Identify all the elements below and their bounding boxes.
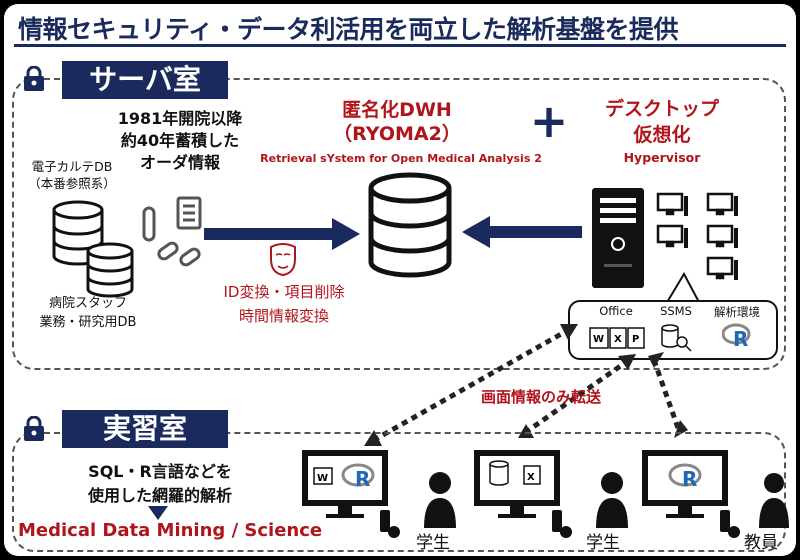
down-arrow-icon [148, 506, 168, 520]
title-underline [14, 44, 786, 47]
data-flow-arrow [204, 218, 360, 250]
diagram-panel: 情報セキュリティ・データ利活用を両立した解析基盤を提供 サーバ室 1981年開院… [4, 4, 796, 556]
lock-icon [24, 66, 44, 91]
virtualization-arrow [462, 216, 582, 248]
history-line-3: オーダ情報 [139, 153, 220, 172]
lab-room-zone [12, 432, 786, 552]
lock-icon [24, 416, 44, 441]
office-icons: W X P [589, 327, 645, 349]
plus-icon: + [529, 94, 569, 148]
database-icon [86, 242, 134, 298]
history-text: 1981年開院以降 約40年蓄積した オーダ情報 [88, 108, 272, 174]
desktop-title-line-1: デスクトップ [604, 98, 719, 120]
ehr-db-label: 電子カルテDB （本番参照系） [16, 158, 128, 192]
app-label-analysis-env: 解析環境 [714, 305, 760, 319]
client-monitor-icon: X [474, 450, 572, 538]
client-monitor-icon: W R [302, 450, 400, 538]
server-room-label: サーバ室 [62, 61, 228, 99]
user-label-2: 学生 [586, 533, 620, 553]
ssms-icon [661, 324, 692, 352]
r-logo-glyph: R [733, 327, 748, 351]
hypervisor-label: Hypervisor [623, 150, 701, 165]
user-label-3: 教員 [744, 533, 778, 553]
excel-glyph: X [527, 472, 535, 483]
lab-room-label: 実習室 [62, 410, 228, 448]
history-line-1: 1981年開院以降 [117, 109, 243, 128]
student-icon [424, 472, 456, 528]
lab-desc-line-1: SQL・R言語などを [88, 462, 232, 481]
staff-db-label: 病院スタッフ 業務・研究用DB [14, 294, 162, 332]
desktop-virtualization-title: デスクトップ 仮想化 [592, 96, 732, 148]
r-logo-glyph: R [682, 467, 697, 491]
user-label-1: 学生 [416, 533, 450, 553]
excel-glyph: X [614, 334, 622, 345]
app-label-office: Office [599, 304, 633, 318]
ehr-db-label-line-2: （本番参照系） [28, 176, 116, 191]
teacher-icon [759, 473, 789, 528]
anonymization-text: ID変換・項目削除 時間情報変換 [204, 280, 364, 328]
dwh-subtitle: Retrieval sYstem for Open Medical Analys… [260, 152, 542, 165]
r-logo-icon: R [722, 323, 751, 351]
database-icon [52, 200, 104, 266]
anonymization-line-2: 時間情報変換 [238, 307, 329, 325]
lab-description: SQL・R言語などを 使用した網羅的解析 [40, 460, 280, 508]
word-glyph: W [593, 334, 604, 345]
dwh-title: 匿名化DWH （RYOMA2） [322, 98, 472, 146]
lab-tagline: Medical Data Mining / Science [18, 520, 323, 541]
ehr-db-label-line-1: 電子カルテDB [31, 159, 113, 174]
r-logo-glyph: R [355, 467, 370, 491]
history-line-2: 約40年蓄積した [120, 131, 240, 150]
dwh-title-line-2: （RYOMA2） [333, 123, 461, 145]
server-tower-icon [592, 188, 644, 288]
ppt-glyph: P [632, 334, 639, 345]
anonymization-line-1: ID変換・項目削除 [223, 283, 345, 301]
lab-desc-line-2: 使用した網羅的解析 [87, 486, 232, 505]
anonymous-mask-icon [270, 243, 296, 277]
page-title: 情報セキュリティ・データ利活用を両立した解析基盤を提供 [18, 15, 679, 44]
lab-test-icon [142, 196, 202, 267]
desktop-title-line-2: 仮想化 [633, 124, 691, 146]
dwh-title-line-1: 匿名化DWH [342, 99, 452, 121]
staff-db-label-line-2: 業務・研究用DB [39, 315, 137, 330]
dwh-database-icon [368, 172, 452, 278]
client-monitor-icon: R [642, 450, 740, 538]
word-glyph: W [317, 473, 328, 484]
staff-db-label-line-1: 病院スタッフ [48, 296, 127, 311]
virtual-desktops-icon [656, 192, 738, 280]
student-icon [596, 472, 628, 528]
app-label-ssms: SSMS [660, 304, 692, 318]
transfer-label: 画面情報のみ転送 [480, 388, 601, 406]
